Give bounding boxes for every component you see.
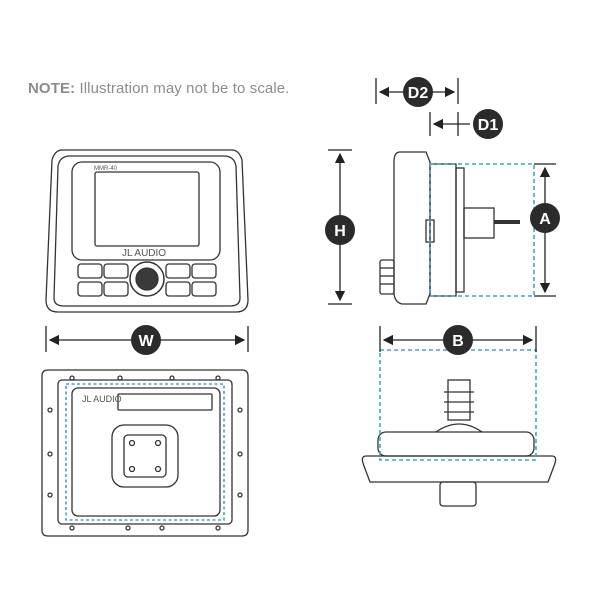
front-brand-logo: JL AUDIO <box>122 248 166 259</box>
front-button-1 <box>77 263 103 279</box>
note-prefix: NOTE: <box>28 80 76 97</box>
side-view <box>379 151 520 305</box>
d2-badge: D2 <box>403 77 433 107</box>
h-label: H <box>334 223 346 240</box>
note-text: Illustration may not be to scale. <box>75 80 290 97</box>
h-badge: H <box>325 215 355 245</box>
b-label: B <box>452 333 464 350</box>
front-button-3 <box>165 263 191 279</box>
back-view: JL AUDIO <box>41 369 249 537</box>
front-button-6 <box>103 281 129 297</box>
back-cutout-dashed <box>65 383 225 521</box>
d2-label: D2 <box>408 85 429 102</box>
b-badge: B <box>443 325 473 355</box>
front-view: MMR-40 JL AUDIO <box>45 149 249 313</box>
w-label: W <box>138 333 154 350</box>
front-button-8 <box>191 281 217 297</box>
front-button-7 <box>165 281 191 297</box>
dimension-lines <box>45 78 556 352</box>
bottom-width-dashed <box>379 349 537 461</box>
a-badge: A <box>530 203 560 233</box>
back-connector <box>123 434 167 478</box>
front-knob <box>135 267 159 291</box>
bottom-view <box>361 379 557 507</box>
front-model-label: MMR-40 <box>94 166 118 172</box>
scale-note: NOTE: Illustration may not be to scale. <box>28 80 290 97</box>
front-button-2 <box>103 263 129 279</box>
d1-badge: D1 <box>473 109 503 139</box>
front-button-5 <box>77 281 103 297</box>
front-knob-outer <box>129 261 165 297</box>
front-button-4 <box>191 263 217 279</box>
a-label: A <box>539 211 551 228</box>
back-brand-logo: JL AUDIO <box>82 394 122 404</box>
back-mount-plate <box>111 424 179 488</box>
w-badge: W <box>131 325 161 355</box>
d1-label: D1 <box>478 117 499 134</box>
side-depth-dashed <box>429 163 535 297</box>
